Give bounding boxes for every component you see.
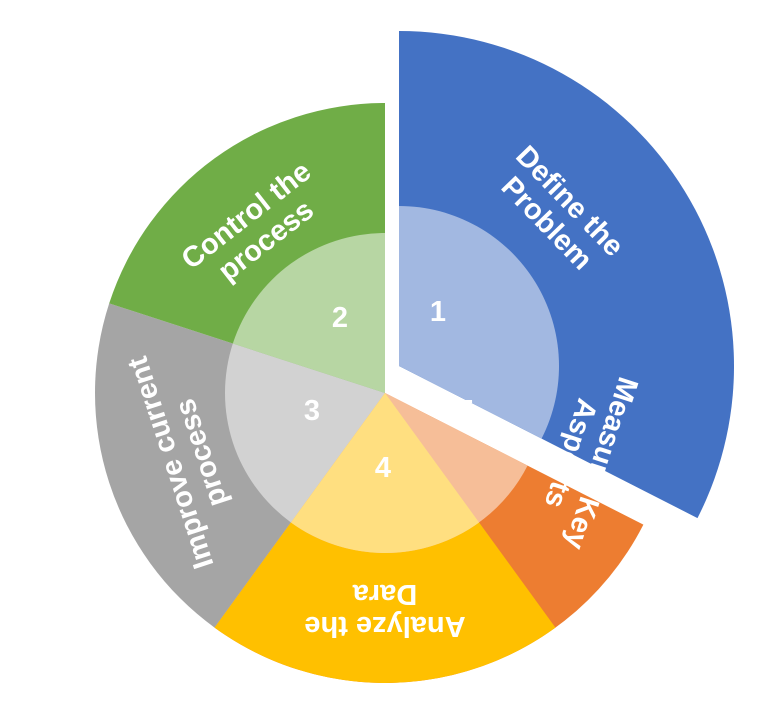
segment-analyze-number: 4 (375, 452, 391, 484)
segment-improve-number: 3 (304, 395, 320, 427)
segment-numbers: 1 2 3 4 5 (304, 296, 474, 484)
segment-define-number: 1 (430, 296, 446, 328)
segment-analyze-label-line: Dara (352, 578, 417, 610)
inner-ring (224, 206, 559, 554)
segment-analyze-label-line: Analyze the (304, 610, 465, 642)
segment-define-inner (399, 206, 559, 439)
segment-measure-number: 5 (458, 395, 474, 427)
segment-control-number: 2 (332, 302, 348, 334)
segment-analyze-inner (290, 393, 480, 554)
segment-improve-inner (224, 343, 385, 523)
segment-control-inner (232, 233, 385, 393)
